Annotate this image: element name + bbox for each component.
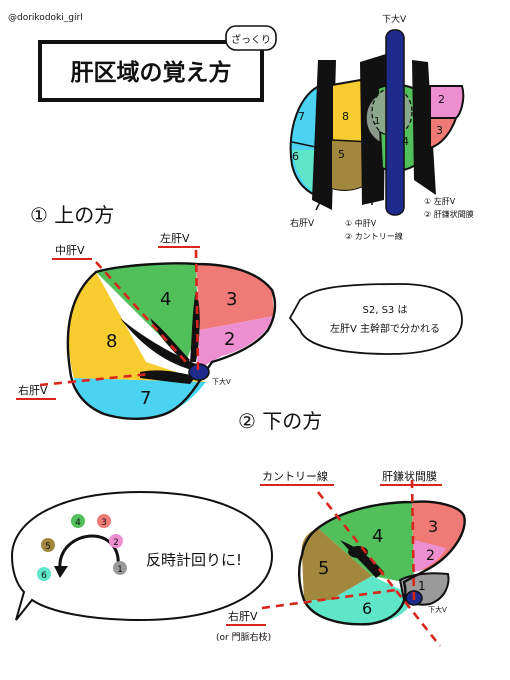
upper-left-hv-label: 左肝V: [160, 232, 190, 245]
lower-right-hv-line: [261, 588, 397, 610]
overview-mid-label-1: ① 中肝V: [345, 218, 377, 228]
title-frame: [38, 40, 264, 102]
lower-seg4: [318, 502, 414, 584]
upper-seg2: [196, 316, 274, 372]
upper-ivc-label: 下大V: [212, 377, 231, 386]
upper-seg8: [68, 272, 207, 382]
upper-note-bubble: S2, S3 は 左肝V 主幹部で分かれる: [288, 283, 463, 355]
upper-heading: ① 上の方: [30, 203, 114, 227]
page-title: 肝区域の覚え方: [71, 59, 232, 86]
title-box: 肝区域の覚え方 ざっくり: [38, 25, 277, 102]
upper-mid-hv-line: [95, 261, 187, 363]
overview-ivc-label: 下大V: [382, 13, 407, 25]
title-note-bubble: [225, 25, 277, 51]
rotation-arrow-icon: [58, 534, 120, 571]
upper-label-seg4: 4: [160, 289, 171, 310]
upper-left-hv-line: [194, 249, 200, 371]
upper-mid-hv-label: 中肝V: [55, 244, 85, 257]
lower-ivc-label: 下大V: [428, 605, 447, 614]
overview-label-seg8: 8: [342, 110, 349, 123]
overview-label-seg4: 4: [402, 135, 409, 148]
lower-label-seg1: 1: [418, 579, 426, 593]
overview-diagram: 7 6 8 5 1 4 2 3 下大V 右肝V ① 中肝V ② カントリー線 ①…: [289, 13, 474, 241]
rotation-num-3: 3: [101, 518, 107, 528]
overview-label-seg5: 5: [338, 148, 345, 161]
overview-seg3: [429, 117, 458, 150]
lower-cantlie-label: カントリー線: [262, 469, 328, 483]
upper-label-seg2: 2: [224, 329, 235, 350]
overview-left-label-2: ② 肝鎌状間膜: [424, 209, 474, 219]
lower-heading: ② 下の方: [238, 409, 322, 433]
rotation-num-6: 6: [41, 571, 47, 581]
title-note: ざっくり: [231, 33, 271, 46]
overview-label-seg2: 2: [438, 93, 445, 106]
overview-label-seg6: 6: [292, 150, 299, 163]
overview-right-hv-label: 右肝V: [290, 217, 315, 229]
upper-note-line2: 左肝V 主幹部で分かれる: [330, 322, 440, 335]
overview-left-hv-plane: [412, 60, 436, 195]
rotation-num-2: 2: [113, 538, 119, 548]
upper-seg3: [196, 264, 274, 330]
lower-seg5: [301, 528, 372, 600]
overview-right-hv-plane: [312, 60, 336, 210]
lower-right-hv-label: 右肝V: [228, 609, 258, 623]
overview-seg2: [429, 85, 465, 122]
upper-seg4: [96, 263, 198, 362]
rotation-label: 反時計回りに!: [146, 551, 242, 569]
rotation-bubble: 5 4 3 2 1 6 反時計回りに!: [10, 490, 274, 622]
overview-label-seg1: 1: [374, 116, 380, 127]
lower-liver: 4 3 2 5 6 1 カントリー線 肝鎌状間膜 右肝V (or 門脈右枝) 下…: [216, 469, 466, 647]
upper-liver-outline: [66, 262, 277, 420]
lower-label-seg6: 6: [362, 599, 372, 618]
overview-ivc: [385, 29, 405, 216]
author-handle: @dorikodoki_girl: [8, 13, 83, 23]
rotation-num-4: 4: [75, 518, 81, 528]
lower-seg6: [304, 576, 414, 625]
upper-liver: 4 3 2 8 7 中肝V 左肝V 右肝V 下大V: [16, 232, 277, 420]
lower-cantlie-line: [316, 491, 442, 647]
rotation-num-1: 1: [117, 565, 123, 575]
upper-label-seg3: 3: [226, 289, 237, 310]
upper-right-hv-label: 右肝V: [18, 383, 48, 397]
upper-label-seg8: 8: [106, 331, 117, 352]
lower-label-seg2: 2: [426, 548, 435, 564]
upper-seg7: [74, 378, 206, 419]
lower-label-seg5: 5: [318, 558, 329, 579]
overview-label-seg7: 7: [298, 110, 305, 123]
overview-label-seg3: 3: [436, 124, 443, 137]
lower-label-seg4: 4: [372, 526, 383, 547]
lower-seg2: [414, 540, 446, 572]
upper-label-seg7: 7: [140, 388, 151, 409]
lower-falciform-line: [410, 479, 416, 601]
upper-right-hv-line: [39, 372, 151, 387]
rotation-num-5: 5: [45, 542, 51, 552]
overview-left-label-1: ① 左肝V: [424, 196, 456, 206]
upper-note-line1: S2, S3 は: [363, 304, 408, 316]
lower-label-seg3: 3: [428, 517, 438, 536]
lower-falciform-label: 肝鎌状間膜: [382, 469, 437, 483]
lower-right-hv-note: (or 門脈右枝): [216, 631, 271, 643]
overview-mid-label-2: ② カントリー線: [345, 231, 403, 241]
